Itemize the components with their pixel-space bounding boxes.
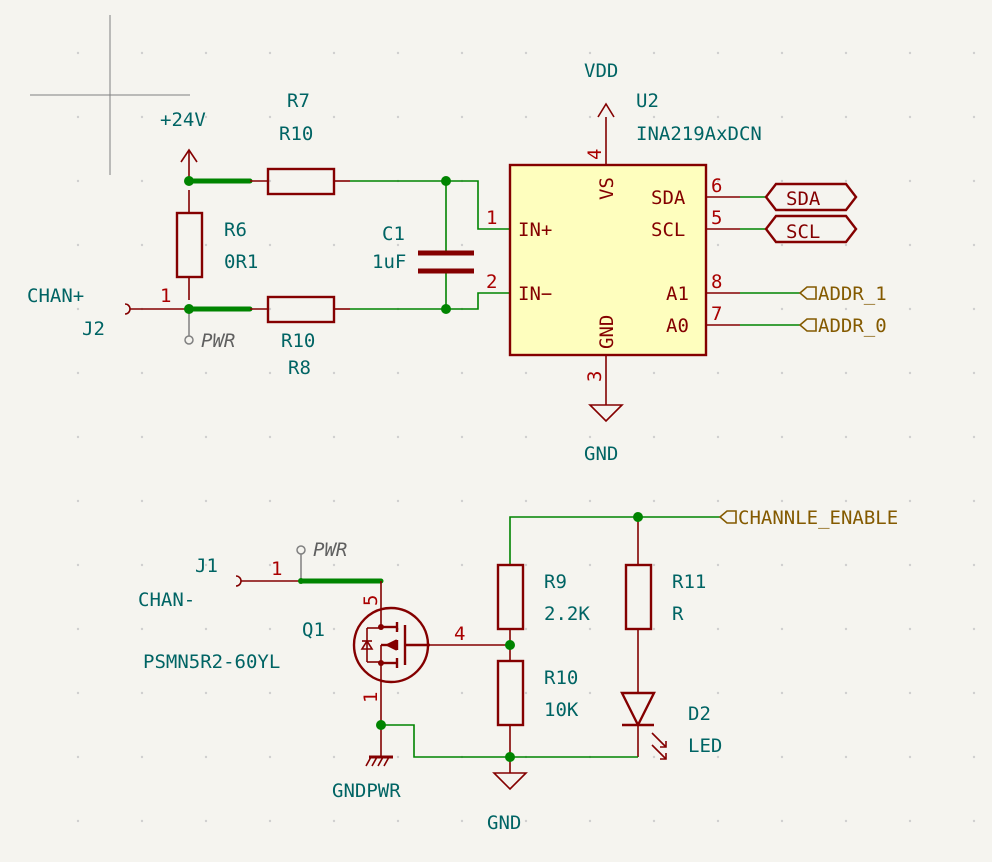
gndpwr-symbol[interactable] xyxy=(365,725,393,767)
net-label-sda-text: SDA xyxy=(786,188,821,210)
ground-symbol-top[interactable] xyxy=(588,404,624,423)
net-label-scl[interactable] xyxy=(740,214,858,244)
net-label-addr0[interactable] xyxy=(740,318,817,332)
d2-ref: D2 xyxy=(688,703,711,725)
power-symbol-vdd[interactable] xyxy=(597,102,615,118)
r10-ref: R10 xyxy=(544,667,578,689)
r7-ref: R7 xyxy=(287,90,310,112)
junction xyxy=(633,512,643,522)
pwr-flag-bottom-label: PWR xyxy=(313,539,347,561)
r11-ref: R11 xyxy=(672,571,706,593)
d2-value: LED xyxy=(688,735,722,757)
resistor-r11[interactable] xyxy=(624,517,653,693)
net-label-channel-enable[interactable] xyxy=(718,510,737,524)
junction xyxy=(441,176,451,186)
connector-j1[interactable] xyxy=(235,575,301,587)
q1-pinnum-4: 4 xyxy=(454,623,465,645)
junction xyxy=(184,176,194,186)
capacitor-c1[interactable] xyxy=(418,181,474,309)
gndpwr-label: GNDPWR xyxy=(332,780,401,802)
r8-ref: R8 xyxy=(288,357,311,379)
j1-value: CHAN- xyxy=(138,589,195,611)
wire-ground-return[interactable] xyxy=(381,724,638,758)
u2-pinnum-1: 1 xyxy=(486,207,497,229)
net-label-addr0-text: ADDR_0 xyxy=(818,315,887,337)
junction xyxy=(441,304,451,314)
q1-pinnum-1: 1 xyxy=(360,692,382,703)
net-label-channel-enable-text: CHANNLE_ENABLE xyxy=(738,507,898,529)
junction xyxy=(184,304,194,314)
u2-pin-gnd: GND xyxy=(596,315,618,349)
junction xyxy=(298,578,304,584)
j2-pin-number: 1 xyxy=(160,285,171,307)
u2-pinnum-8: 8 xyxy=(711,271,722,293)
j1-ref: J1 xyxy=(195,555,218,577)
r9-ref: R9 xyxy=(544,571,567,593)
wire-in-minus[interactable] xyxy=(350,292,510,310)
resistor-r6[interactable] xyxy=(175,190,204,300)
net-label-sda[interactable] xyxy=(740,182,858,212)
plus24v-label: +24V xyxy=(160,109,206,131)
r6-value: 0R1 xyxy=(224,251,258,273)
led-d2[interactable] xyxy=(620,691,667,760)
r11-value: R xyxy=(672,603,684,625)
wire-channel-enable[interactable] xyxy=(509,516,720,565)
q1-ref: Q1 xyxy=(302,619,325,641)
junction xyxy=(505,752,515,762)
junction xyxy=(505,640,515,650)
r8-value: R10 xyxy=(281,330,315,352)
ic-u2[interactable] xyxy=(508,117,740,405)
connector-j2[interactable] xyxy=(124,303,189,315)
u2-pin-a1: A1 xyxy=(666,283,689,305)
junction xyxy=(376,720,386,730)
pwr-flag-top[interactable] xyxy=(184,309,194,345)
c1-ref: C1 xyxy=(382,223,405,245)
crosshair-cursor-icon xyxy=(30,15,190,175)
resistor-r10[interactable] xyxy=(496,645,525,757)
r10-value: 10K xyxy=(544,699,579,721)
net-label-addr1[interactable] xyxy=(740,286,817,300)
q1-pinnum-5: 5 xyxy=(360,595,382,606)
pwr-flag-bottom[interactable] xyxy=(296,545,306,581)
wire-in-plus[interactable] xyxy=(350,180,510,230)
u2-pin-vs: VS xyxy=(596,177,618,200)
resistor-r8[interactable] xyxy=(266,295,350,324)
r9-value: 2.2K xyxy=(544,603,590,625)
pwr-flag-top-label: PWR xyxy=(201,330,235,352)
gnd-top-label: GND xyxy=(584,443,618,465)
u2-pinnum-3: 3 xyxy=(584,371,606,382)
resistor-r7[interactable] xyxy=(266,167,350,196)
q1-value: PSMN5R2-60YL xyxy=(143,651,280,673)
u2-pinnum-5: 5 xyxy=(711,207,722,229)
mosfet-q1[interactable] xyxy=(352,597,430,725)
u2-pin-sda: SDA xyxy=(651,187,686,209)
u2-pin-in-minus: IN− xyxy=(518,283,552,305)
u2-pinnum-2: 2 xyxy=(486,271,497,293)
u2-pin-in-plus: IN+ xyxy=(518,219,552,241)
u2-pinnum-7: 7 xyxy=(711,303,722,325)
j2-ref: J2 xyxy=(82,318,105,340)
u2-pinnum-6: 6 xyxy=(711,175,722,197)
r6-ref: R6 xyxy=(224,219,247,241)
u2-pin-scl: SCL xyxy=(651,219,685,241)
resistor-r9[interactable] xyxy=(496,563,525,645)
r7-value: R10 xyxy=(279,123,313,145)
net-label-scl-text: SCL xyxy=(786,221,820,243)
c1-value: 1uF xyxy=(372,251,406,273)
j1-pin-number: 1 xyxy=(271,558,282,580)
j2-value: CHAN+ xyxy=(27,285,84,307)
u2-ref: U2 xyxy=(636,90,659,112)
gnd-bottom-label: GND xyxy=(487,812,521,834)
u2-pin-a0: A0 xyxy=(666,315,689,337)
vdd-label: VDD xyxy=(584,60,618,82)
net-label-addr1-text: ADDR_1 xyxy=(818,283,887,305)
u2-value: INA219AxDCN xyxy=(636,123,762,145)
u2-pinnum-4: 4 xyxy=(584,149,606,160)
power-symbol-plus24v[interactable] xyxy=(180,148,198,181)
grid-dots xyxy=(76,51,976,823)
